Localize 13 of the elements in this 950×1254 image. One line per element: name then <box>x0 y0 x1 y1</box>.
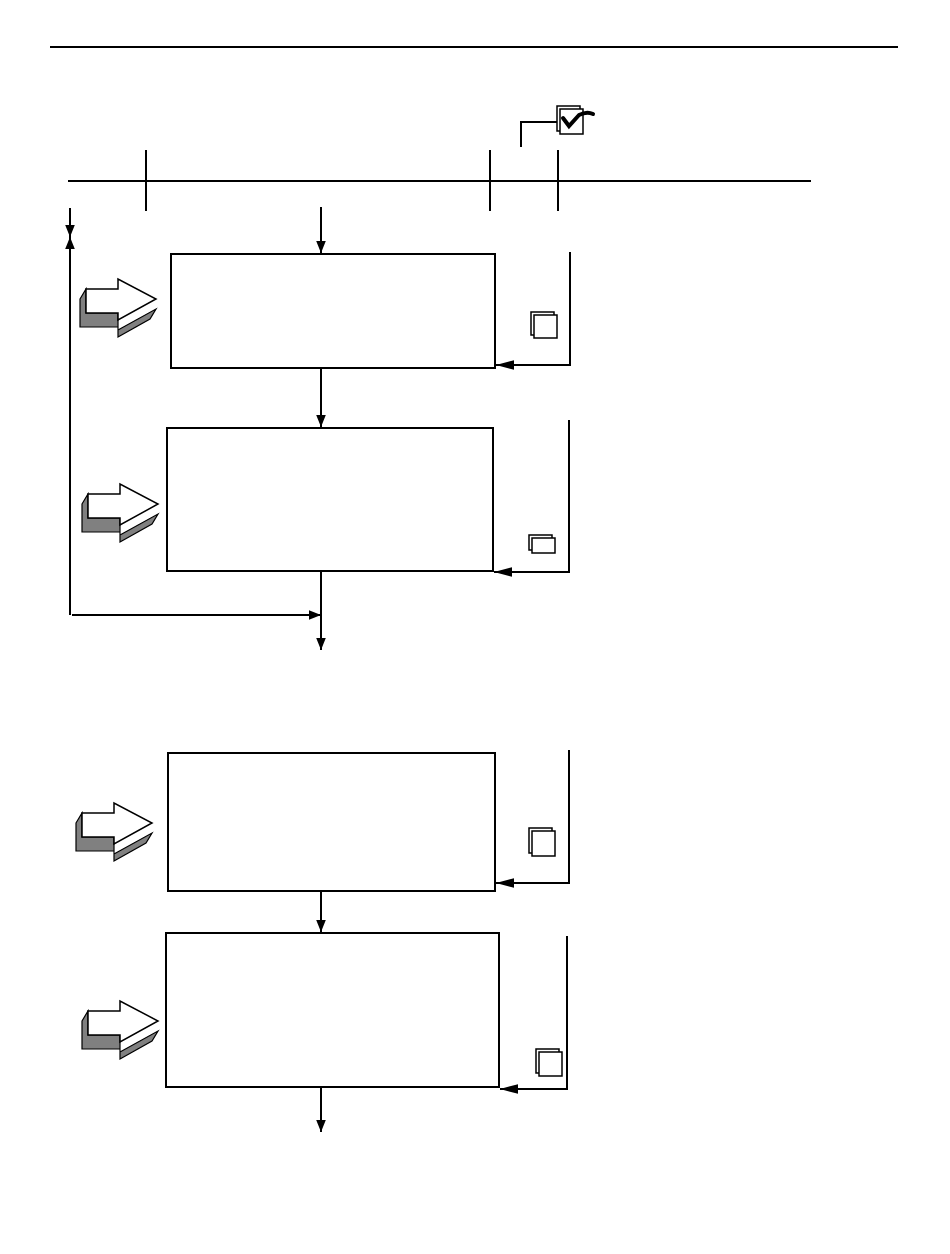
arrow <box>493 419 570 577</box>
process-box <box>165 932 500 1088</box>
arrow <box>316 571 326 651</box>
arrow <box>316 206 326 254</box>
arrow <box>316 891 326 933</box>
arrow <box>499 935 568 1094</box>
arrow <box>495 749 570 888</box>
arrow <box>495 251 571 370</box>
arrow <box>316 368 326 428</box>
process-box <box>166 427 494 572</box>
process-box <box>170 253 496 369</box>
process-box <box>167 752 496 892</box>
arrow <box>316 1087 326 1133</box>
